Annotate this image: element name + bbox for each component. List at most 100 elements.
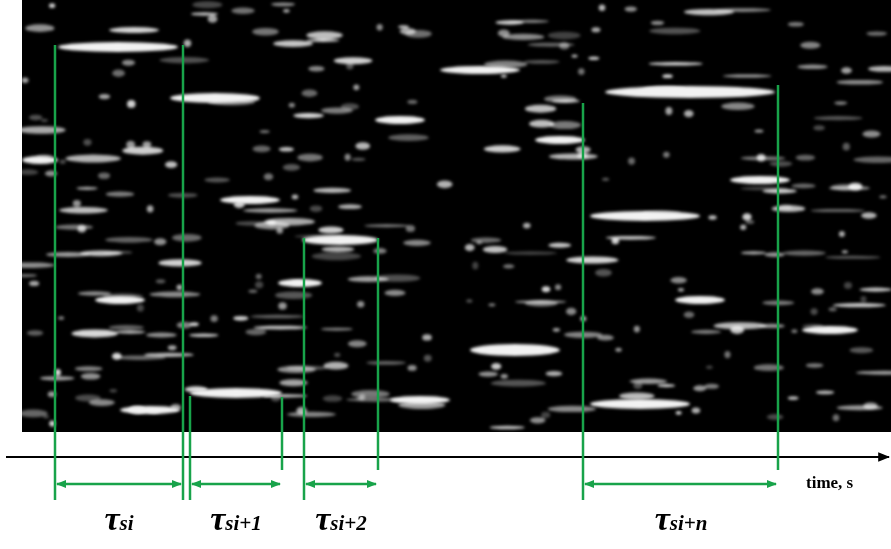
streak [597,335,614,341]
streak [351,390,390,398]
streak [724,351,730,358]
streak [105,237,153,243]
streak [204,178,229,183]
streak [837,80,884,85]
streak [525,105,556,113]
streak [49,3,55,8]
streak [842,250,848,253]
streak [109,389,117,392]
streak [788,22,804,27]
streak [256,274,262,280]
streak [566,308,576,315]
streak [260,130,270,133]
streak [839,231,845,237]
streak [791,184,815,189]
streak [355,142,370,149]
streak [861,212,877,218]
streak [191,12,218,15]
streak [843,143,850,151]
streak [292,194,298,199]
streak [501,74,507,78]
bright-streak [278,279,322,287]
streak [767,414,784,420]
streak [109,325,144,330]
bright-streak [390,396,450,404]
streak [829,307,837,311]
time-axis [6,456,889,458]
streak [663,152,670,158]
streak [723,74,772,77]
streak [692,408,701,414]
streak [868,66,891,72]
bright-streak [605,86,775,98]
streak [662,74,672,78]
streak [29,281,39,286]
streak [146,332,177,337]
streak [691,330,721,334]
streak [388,134,428,141]
streak [602,178,609,181]
streak [289,103,295,108]
streak [403,240,431,246]
streak [80,250,123,256]
streak [400,28,416,34]
streak [559,42,569,49]
streak [866,31,887,35]
streak [814,116,863,120]
streak [541,412,550,419]
streak [109,27,159,33]
streak [860,296,866,303]
streak [233,316,248,321]
axis-label: time, s [806,474,853,493]
streak [172,234,202,242]
marker-line [182,45,185,500]
streak [721,103,755,111]
bright-streak [220,196,280,204]
streak [189,334,218,338]
marker-line [582,103,585,500]
streak [338,204,362,209]
streak [273,40,313,47]
marker-line [377,238,380,470]
streak [599,5,606,11]
streak [60,160,66,165]
streak [321,328,353,331]
streak [306,31,343,39]
streak [318,226,343,233]
streak [252,28,279,36]
streak [859,288,891,292]
streak [264,173,273,180]
streak [377,24,383,31]
streak [501,374,508,379]
streak [279,147,294,152]
streak [483,246,507,253]
streak [407,100,417,104]
streak [503,264,515,268]
streak [357,301,364,308]
streak [488,303,495,306]
streak [769,161,792,167]
streak [525,300,558,306]
streak [406,225,415,232]
streak [765,252,785,257]
streak [71,329,118,337]
streak [22,77,29,83]
streak [334,57,373,64]
streak [424,355,432,362]
streak [530,417,545,423]
streak [41,119,48,122]
marker-group [55,45,778,500]
streak [254,326,308,330]
streak [849,347,873,353]
streak [192,1,222,8]
streak [18,169,38,175]
streak [476,241,482,244]
streak [253,146,271,153]
streak [588,56,599,60]
streak [676,411,682,415]
streak [844,282,852,289]
streak [112,69,125,77]
streak [308,66,324,72]
streak [742,213,751,220]
